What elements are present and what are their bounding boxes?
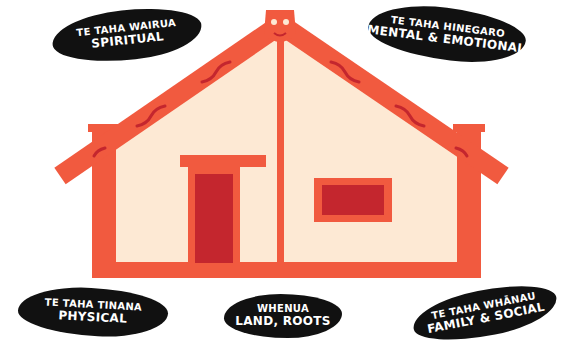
carving-swirl <box>137 106 165 126</box>
window <box>322 185 384 215</box>
english-subheading: LAND, ROOTS <box>235 315 330 328</box>
centre-pole <box>277 34 284 266</box>
tekoteko-head <box>264 10 296 42</box>
label-blob: TE TAHA WAIRUASPIRITUAL <box>50 2 204 67</box>
carving-swirl <box>331 62 359 82</box>
tekoteko-eye <box>283 19 289 25</box>
carving-swirl <box>396 106 424 126</box>
base-beam <box>92 262 481 278</box>
label-blob: TE TAHA TINANAPHYSICAL <box>17 284 169 340</box>
label-blob: WHENUALAND, ROOTS <box>224 294 342 338</box>
carving-swirl <box>202 62 230 82</box>
house-wall <box>116 36 457 266</box>
carving-swirl <box>94 148 105 156</box>
carving-swirl <box>456 148 467 156</box>
tekoteko-eye <box>271 19 277 25</box>
window-frame <box>314 178 392 222</box>
label-blob: TE TAHA HINEGAROMENTAL & EMOTIONAL <box>365 0 528 69</box>
door-frame <box>188 167 240 263</box>
label-blob: TE TAHA WHĀNAUFAMILY & SOCIAL <box>409 276 561 340</box>
english-subheading: PHYSICAL <box>58 309 127 325</box>
door-lintel <box>180 155 266 167</box>
right-post-cap <box>453 124 485 132</box>
tekoteko-mouth <box>274 33 286 36</box>
maori-heading: WHENUA <box>257 304 309 315</box>
door <box>195 174 233 263</box>
